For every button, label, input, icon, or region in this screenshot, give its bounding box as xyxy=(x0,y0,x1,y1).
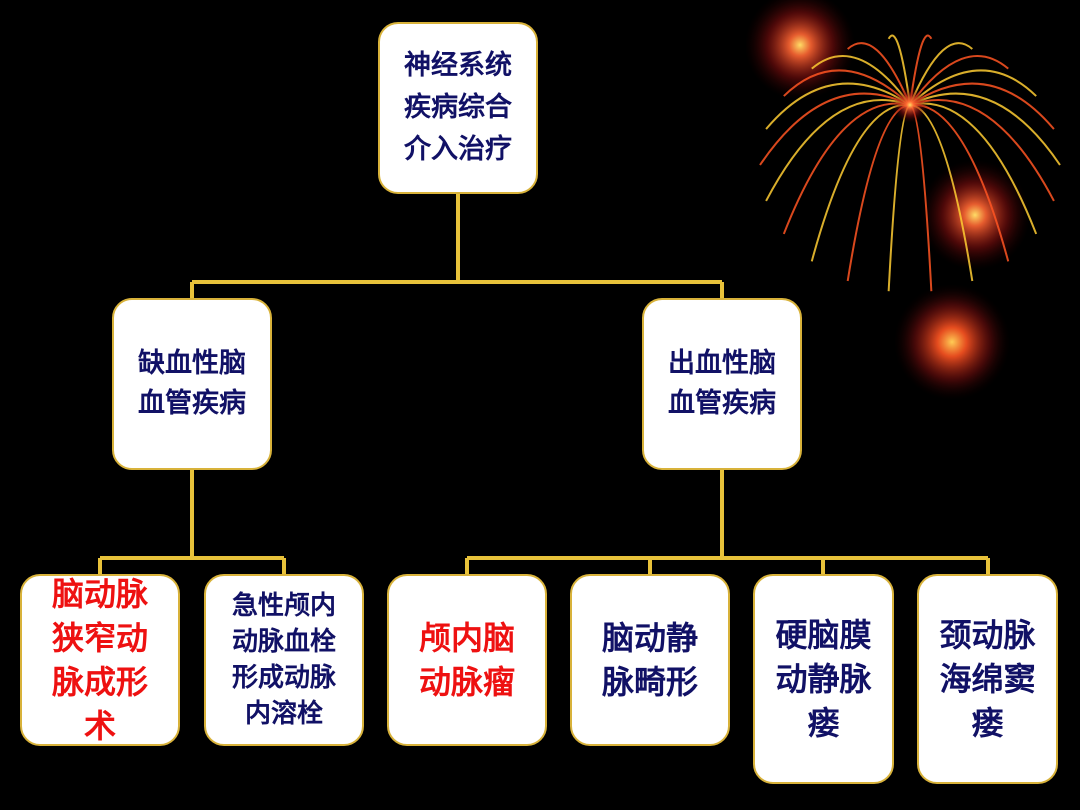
firework-ray xyxy=(783,69,911,106)
leaf-stenosis-angioplasty: 脑动脉 狭窄动 脉成形 术 xyxy=(20,574,180,746)
firework-ray xyxy=(909,69,1037,106)
leaf-label: 脑动静 脉畸形 xyxy=(601,619,698,701)
leaf-dural-avf: 硬脑膜 动静脉 瘘 xyxy=(753,574,894,784)
hemorrhagic-node-label: 出血性脑 血管疾病 xyxy=(668,348,776,419)
leaf-label: 颅内脑 动脉瘤 xyxy=(418,619,515,701)
leaf-label: 急性颅内 动脉血栓 形成动脉 内溶栓 xyxy=(231,591,336,729)
firework-ray xyxy=(909,54,1009,106)
leaf-ccf: 颈动脉 海绵窦 瘘 xyxy=(917,574,1058,784)
root-node-label: 神经系统 疾病综合 介入治疗 xyxy=(404,50,512,165)
leaf-thrombolysis: 急性颅内 动脉血栓 形成动脉 内溶栓 xyxy=(204,574,364,746)
leaf-label: 硬脑膜 动静脉 瘘 xyxy=(775,616,872,742)
firework-ray xyxy=(909,82,1055,130)
root-node: 神经系统 疾病综合 介入治疗 xyxy=(378,22,538,194)
leaf-avm: 脑动静 脉畸形 xyxy=(570,574,730,746)
ischemic-node-label: 缺血性脑 血管疾病 xyxy=(138,348,246,419)
leaf-label: 颈动脉 海绵窦 瘘 xyxy=(939,616,1036,742)
firework-center xyxy=(892,87,928,123)
firework-ray xyxy=(765,82,911,130)
firework-ray xyxy=(909,92,1061,166)
leaf-label: 脑动脉 狭窄动 脉成形 术 xyxy=(51,575,148,745)
firework-ray xyxy=(765,99,911,202)
firework-ray xyxy=(909,99,1055,202)
firework-ray xyxy=(811,54,911,106)
leaf-aneurysm: 颅内脑 动脉瘤 xyxy=(387,574,547,746)
glow-orb-small xyxy=(894,284,1010,400)
ischemic-node: 缺血性脑 血管疾病 xyxy=(112,298,272,470)
firework-ray xyxy=(759,92,911,166)
hemorrhagic-node: 出血性脑 血管疾病 xyxy=(642,298,802,470)
glow-orb-top xyxy=(745,0,855,100)
